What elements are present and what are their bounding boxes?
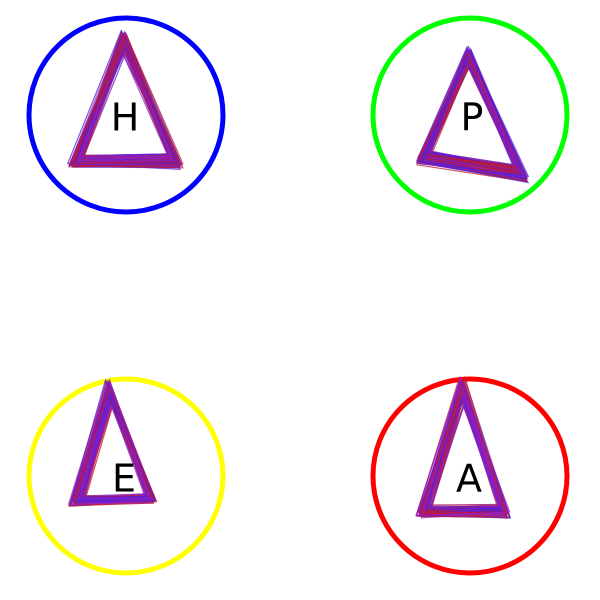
target-letter: A [456, 457, 482, 501]
target-ring [26, 376, 226, 576]
triangle-trace [415, 378, 509, 517]
target-ring [26, 15, 226, 215]
triangle-trace [419, 45, 528, 179]
target-letter: E [112, 457, 136, 501]
target-4[interactable]: A [370, 375, 570, 576]
triangle-trace [416, 45, 530, 184]
target-1[interactable]: H [26, 15, 226, 215]
triangle-trace-cluster [67, 378, 158, 507]
target-ring [370, 376, 570, 576]
triangle-trace [70, 378, 156, 503]
triangle-trace-cluster [415, 375, 512, 519]
triangle-trace [418, 375, 508, 518]
target-ring [370, 15, 570, 215]
target-letter: H [111, 96, 140, 140]
triangle-trace-cluster [66, 29, 184, 170]
triangle-trace-cluster [415, 45, 530, 184]
target-letter: P [461, 96, 484, 140]
target-2[interactable]: P [370, 15, 570, 215]
target-3[interactable]: E [26, 376, 226, 576]
triangle-trace [68, 31, 180, 168]
triangle-trace [68, 380, 158, 507]
